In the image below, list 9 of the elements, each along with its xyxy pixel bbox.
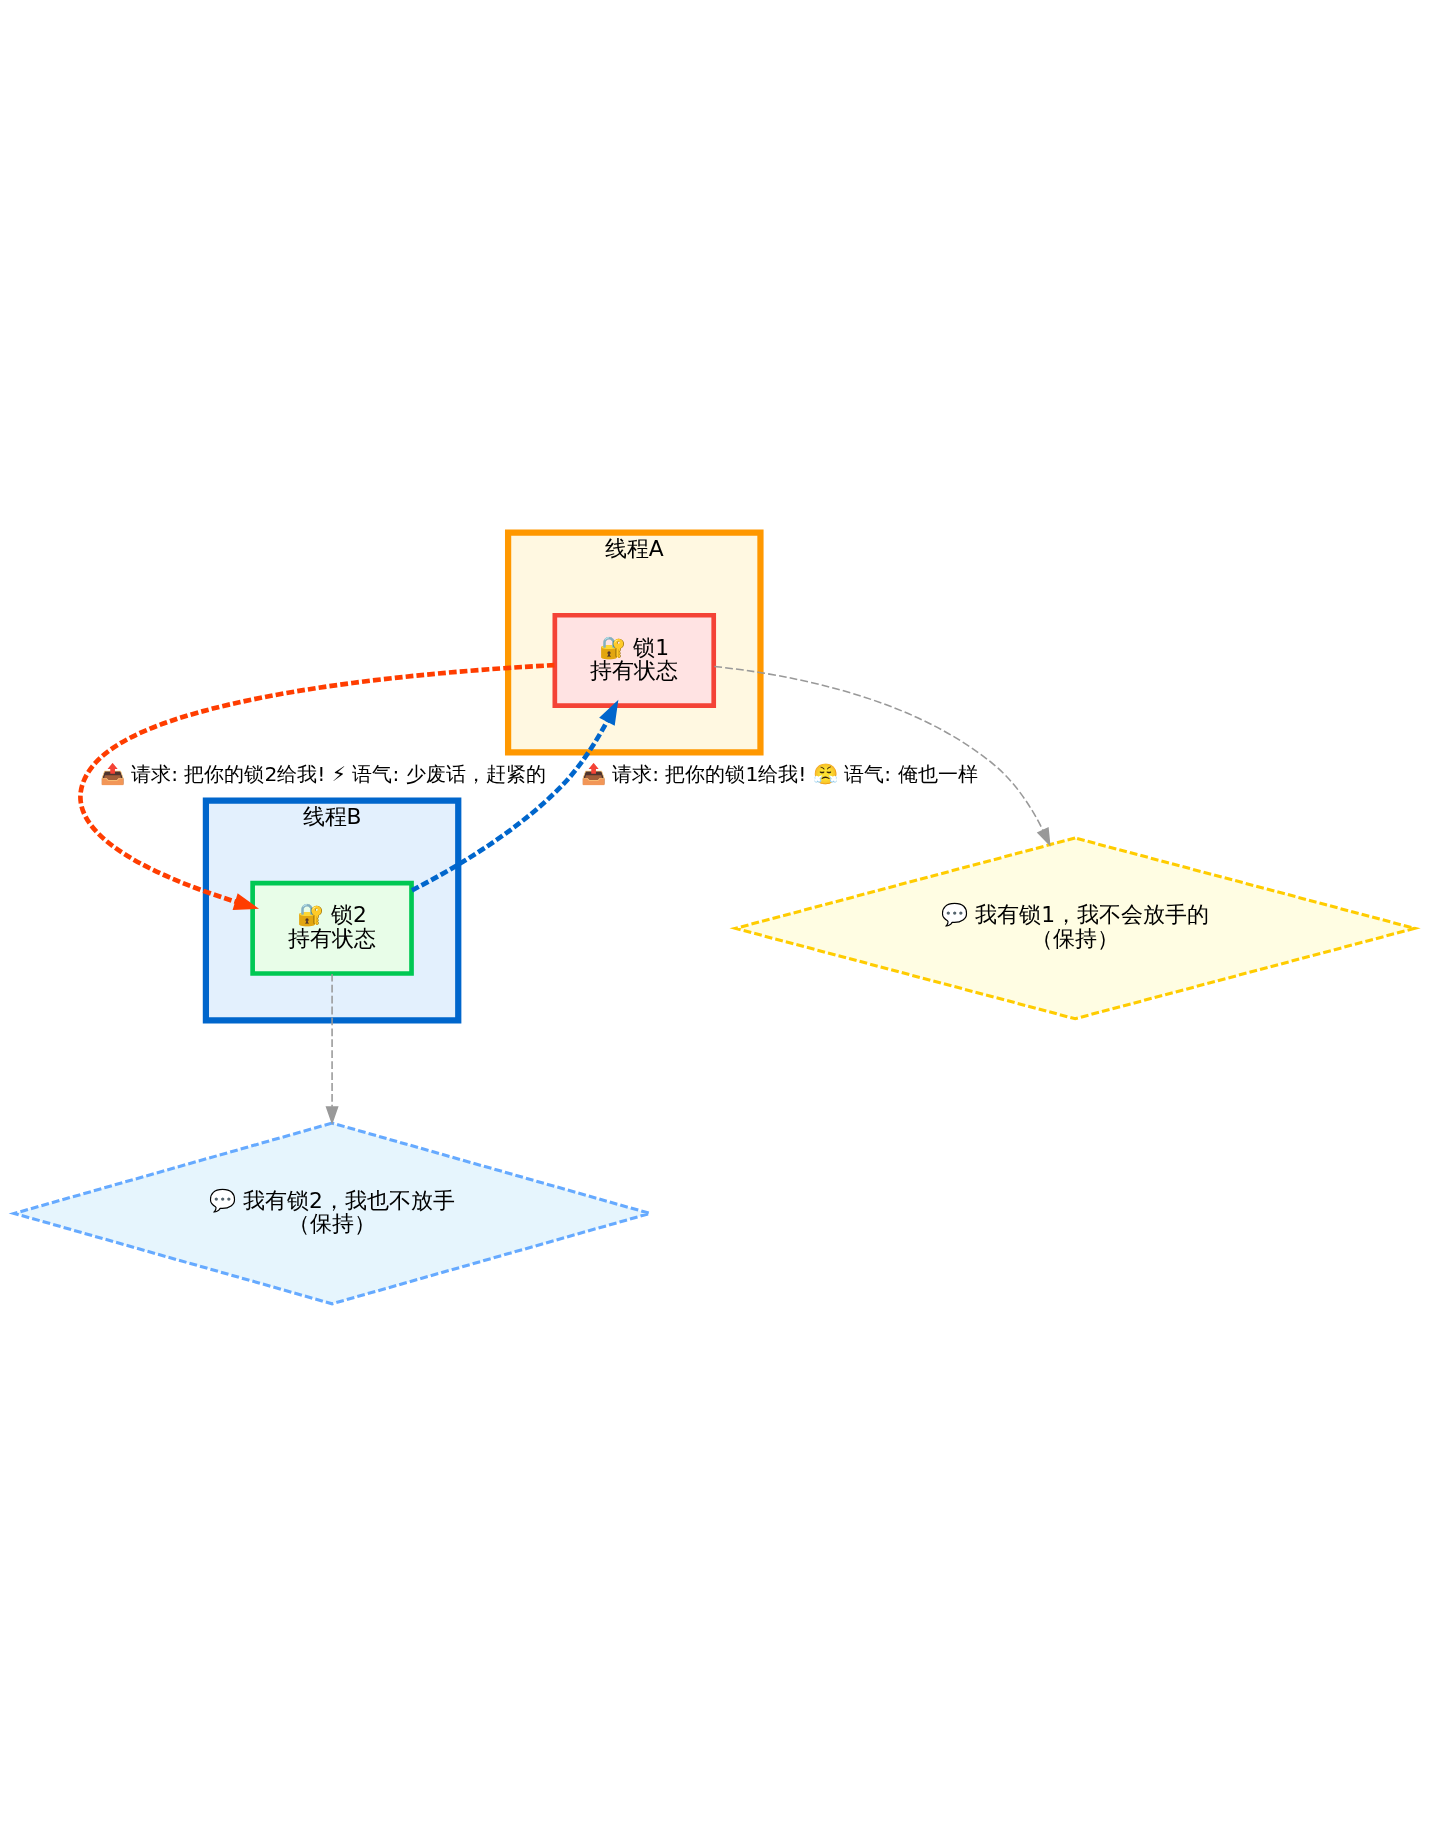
edge-label: 📤 请求: 把你的锁2给我! ⚡ 语气: 少废话，赶紧的 [99, 761, 546, 786]
arrow [410, 699, 619, 893]
arrow [325, 973, 339, 1125]
node-box: 🔐 锁2 持有状态 [250, 880, 414, 976]
arrow [78, 662, 555, 910]
arrow [713, 665, 1051, 847]
node-diamond: 💬 我有锁1，我不会放手的 （保持） [729, 836, 1421, 1021]
edge-label: 📤 请求: 把你的锁1给我! 😤 语气: 俺也一样 [580, 761, 978, 786]
node-box: 🔐 锁1 持有状态 [552, 612, 717, 708]
